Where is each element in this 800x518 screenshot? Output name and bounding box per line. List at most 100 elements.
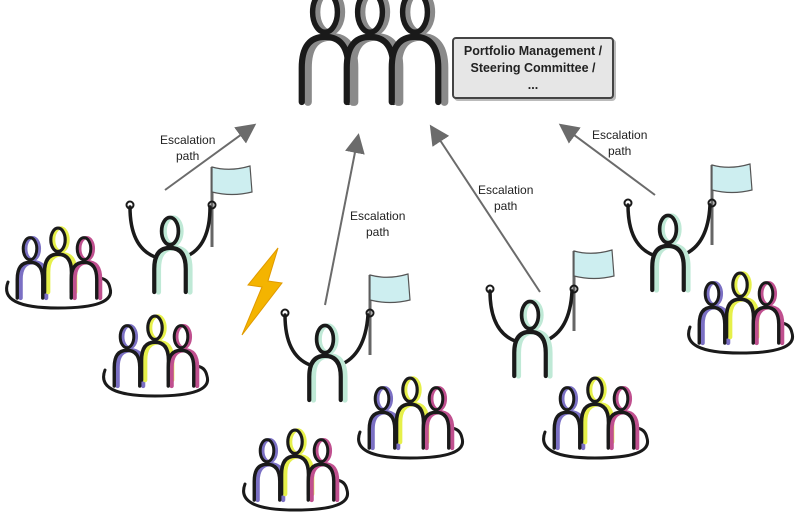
team-group-icon (5, 226, 113, 310)
hand (365, 308, 375, 318)
person-icon (112, 323, 146, 389)
hand (207, 200, 217, 210)
lightning-conflict-icon (241, 247, 283, 336)
person-icon (69, 235, 103, 301)
team-base (242, 478, 350, 512)
team-group-icon (357, 376, 465, 460)
person-body (166, 348, 196, 388)
person-head (354, 0, 386, 35)
person-body (697, 305, 727, 345)
person-icon (367, 385, 401, 451)
person-body (367, 410, 397, 450)
person-head (21, 236, 39, 262)
person-body (421, 410, 451, 450)
person-body (112, 348, 142, 388)
label-line: Escalation (160, 133, 216, 147)
person-icon (152, 215, 193, 295)
team-group-icon (242, 428, 350, 512)
hand (125, 200, 135, 210)
team-base (5, 276, 113, 310)
person-head (159, 215, 181, 247)
person-body (152, 245, 188, 295)
person-body (724, 297, 756, 339)
person-head (427, 386, 445, 412)
team-base (357, 426, 465, 460)
label-line: Escalation (350, 209, 406, 223)
person-icon (650, 213, 691, 293)
left-arm (488, 289, 517, 343)
person-head (49, 226, 67, 254)
team-lead-with-flag-icon (485, 249, 615, 379)
escalation-label-3: Escalation path (478, 182, 533, 214)
hand (623, 198, 633, 208)
person-head (373, 386, 391, 412)
governance-line-2: Steering Committee / (470, 61, 596, 75)
person-head (118, 324, 136, 350)
left-arm (283, 313, 312, 367)
person-icon (552, 385, 586, 451)
team-lead-with-flag-icon (280, 273, 411, 403)
person-head (703, 281, 721, 307)
right-arm (543, 289, 574, 343)
person-body (42, 252, 74, 294)
flag (211, 165, 253, 196)
person-icon (751, 280, 785, 346)
person-body (552, 410, 582, 450)
hand (280, 308, 290, 318)
person-body (579, 402, 611, 444)
governance-line-3: ... (527, 78, 539, 92)
escalation-arrow (429, 124, 541, 293)
team-base (102, 364, 210, 398)
person-head (309, 0, 341, 35)
person-head (757, 281, 775, 307)
person-body (307, 353, 343, 403)
flag (711, 163, 753, 194)
person-body (394, 402, 426, 444)
person-body (306, 462, 336, 502)
person-head (258, 438, 276, 464)
person-body (650, 243, 686, 293)
person-icon (606, 385, 640, 451)
person-head (401, 376, 419, 404)
person-head (519, 299, 541, 331)
escalation-arrow (558, 123, 656, 196)
right-arm (681, 203, 712, 257)
person-icon (252, 437, 286, 503)
right-arm (183, 205, 212, 259)
person-head (657, 213, 679, 245)
team-lead-with-flag-icon (623, 163, 753, 293)
person-body (69, 260, 99, 300)
label-line: path (176, 149, 200, 163)
team-group-icon (542, 376, 650, 460)
team-group-icon (687, 271, 795, 355)
team-base (542, 426, 650, 460)
person-head (172, 324, 190, 350)
person-body (15, 260, 45, 300)
governance-box: Portfolio Management / Steering Committe… (452, 37, 614, 99)
team-group-icon (102, 314, 210, 398)
escalation-label-1: Escalation path (160, 132, 215, 164)
person-body (388, 33, 442, 106)
person-head (146, 314, 164, 342)
person-icon (166, 323, 200, 389)
left-arm (626, 203, 655, 257)
label-line: Escalation (478, 183, 534, 197)
hand (485, 284, 495, 294)
person-icon (306, 437, 340, 503)
person-head (586, 376, 604, 404)
escalation-arrow (164, 123, 257, 191)
person-icon (307, 323, 348, 403)
label-line: path (608, 144, 632, 158)
governance-line-1: Portfolio Management / (463, 44, 603, 58)
person-icon (388, 0, 449, 106)
team-base (687, 321, 795, 355)
person-head (399, 0, 431, 35)
person-head (612, 386, 630, 412)
escalation-label-4: Escalation path (592, 127, 647, 159)
person-body (252, 462, 282, 502)
person-icon (512, 299, 553, 379)
person-icon (15, 235, 49, 301)
escalation-arrow (324, 133, 365, 306)
